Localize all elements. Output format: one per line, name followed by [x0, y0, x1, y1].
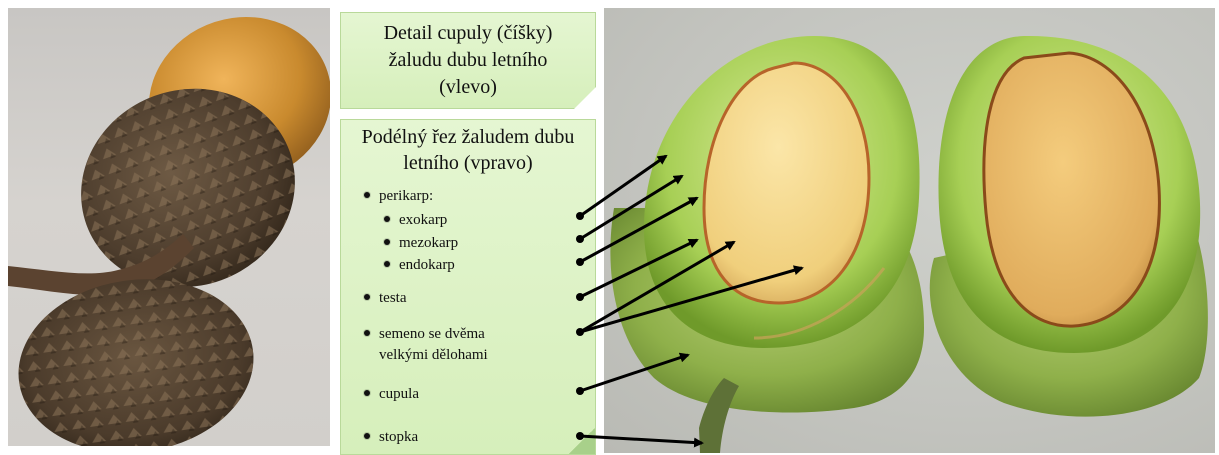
bullet-dot — [384, 216, 390, 222]
acorn-cupule-illustration — [8, 8, 330, 446]
callout-section-heading-line-1: Podélný řez žaludem dubu — [341, 124, 595, 150]
callout-cupule-line-1: Detail cupuly (číšky) — [341, 20, 595, 47]
label-testa-text: testa — [379, 290, 407, 306]
label-semeno-continued: velkými dělohami — [379, 346, 488, 365]
label-semeno: semeno se dvěma — [364, 325, 485, 344]
bullet-dot — [384, 239, 390, 245]
bullet-dot — [384, 261, 390, 267]
callout-section-heading: Podélný řez žaludem dubu letního (vpravo… — [341, 124, 595, 176]
bullet-dot — [364, 330, 370, 336]
label-endokarp: endokarp — [384, 256, 455, 275]
label-stopka-text: stopka — [379, 429, 418, 445]
bullet-dot — [364, 390, 370, 396]
bullet-dot — [364, 192, 370, 198]
label-semeno-continued-text: velkými dělohami — [379, 347, 488, 363]
callout-cupule-detail: Detail cupuly (číšky) žaludu dubu letníh… — [340, 12, 596, 109]
label-endokarp-text: endokarp — [399, 257, 455, 273]
callout-section-heading-line-2: letního (vpravo) — [341, 150, 595, 176]
photo-acorn-cupule — [8, 8, 330, 446]
label-mezokarp-text: mezokarp — [399, 235, 458, 251]
label-perikarp: perikarp: — [364, 187, 433, 206]
acorn-lower-cupule-scales — [8, 264, 265, 446]
photo-acorn-section — [604, 8, 1215, 453]
label-semeno-text: semeno se dvěma — [379, 326, 485, 342]
callout-longitudinal-section: Podélný řez žaludem dubu letního (vpravo… — [340, 119, 596, 455]
callout-fold-shade — [569, 428, 595, 454]
bullet-dot — [364, 433, 370, 439]
callout-fold-corner — [574, 87, 596, 109]
label-stopka: stopka — [364, 428, 418, 447]
label-cupula: cupula — [364, 385, 419, 404]
callout-cupule-line-3: (vlevo) — [341, 74, 595, 101]
callout-cupule-line-2: žaludu dubu letního — [341, 47, 595, 74]
label-testa: testa — [364, 289, 407, 308]
label-exokarp-text: exokarp — [399, 212, 447, 228]
label-mezokarp: mezokarp — [384, 234, 458, 253]
label-cupula-text: cupula — [379, 386, 419, 402]
label-exokarp: exokarp — [384, 211, 447, 230]
acorn-section-illustration — [604, 8, 1215, 453]
bullet-dot — [364, 294, 370, 300]
label-perikarp-text: perikarp: — [379, 188, 433, 204]
